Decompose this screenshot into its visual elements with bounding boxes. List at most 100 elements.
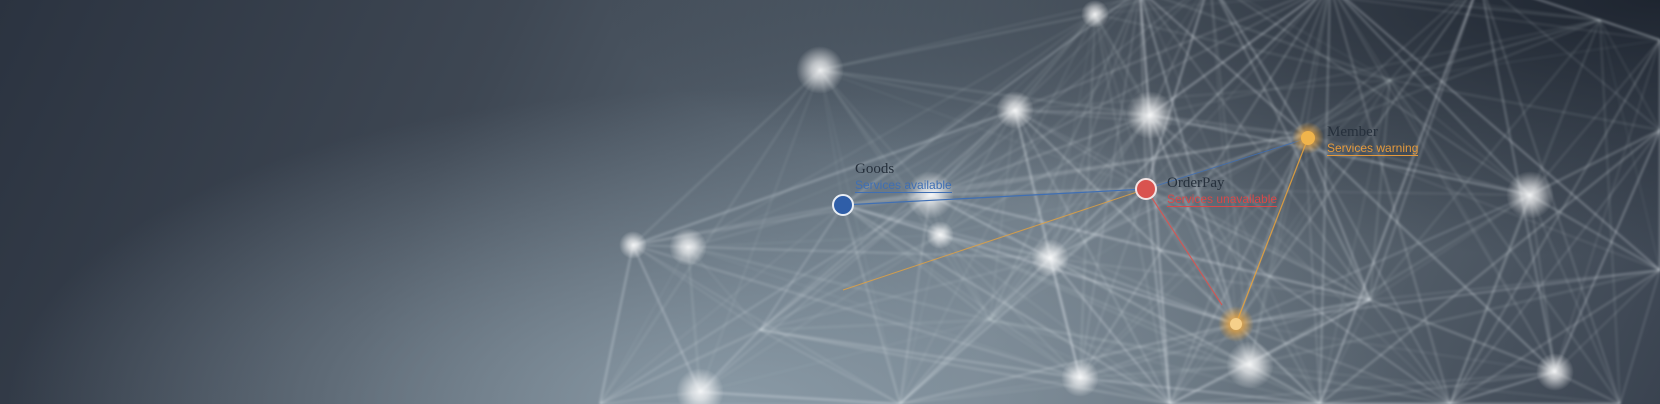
mesh-glow-node bbox=[996, 91, 1034, 129]
mesh-line bbox=[1139, 0, 1147, 190]
mesh-line bbox=[759, 194, 931, 331]
mesh-line bbox=[1014, 0, 1294, 111]
mesh-line bbox=[1145, 188, 1371, 301]
mesh-line bbox=[687, 109, 1016, 248]
mesh-line bbox=[1369, 194, 1531, 301]
mesh-line bbox=[842, 204, 901, 404]
mesh-line bbox=[759, 234, 941, 331]
mesh-line bbox=[599, 194, 931, 404]
mesh-line bbox=[759, 204, 844, 331]
mesh-line bbox=[1146, 0, 1371, 301]
mesh-line bbox=[1049, 257, 1371, 301]
service-label-orderpay: OrderPay Services unavailable bbox=[1167, 175, 1278, 207]
mesh-line bbox=[1369, 299, 1451, 404]
mesh-line bbox=[687, 204, 844, 248]
mesh-line bbox=[1304, 134, 1660, 271]
mesh-glow-node bbox=[1081, 0, 1109, 28]
mesh-line bbox=[1503, 0, 1660, 131]
mesh-line bbox=[699, 391, 901, 404]
mesh-line bbox=[687, 246, 1081, 379]
mesh-line bbox=[1149, 0, 1311, 116]
mesh-line bbox=[1389, 39, 1660, 81]
mesh-line bbox=[1304, 134, 1321, 404]
mesh-line bbox=[1079, 299, 1371, 379]
mesh-line bbox=[1449, 39, 1660, 404]
mesh-line bbox=[1369, 299, 1556, 373]
mesh-line bbox=[1304, 79, 1391, 136]
mesh-line bbox=[1599, 19, 1660, 41]
mesh-line bbox=[1094, 0, 1257, 15]
mesh-line bbox=[1369, 79, 1391, 301]
service-status-goods[interactable]: Services available bbox=[855, 178, 952, 193]
service-node-orderpay[interactable] bbox=[1135, 178, 1157, 200]
service-status-orderpay[interactable]: Services unavailable bbox=[1167, 192, 1278, 207]
mesh-line bbox=[842, 13, 1096, 206]
mesh-line bbox=[1304, 0, 1328, 136]
mesh-glow-node bbox=[926, 221, 954, 249]
mesh-line bbox=[1319, 0, 1331, 404]
mesh-line bbox=[1049, 188, 1147, 259]
mesh-line bbox=[1449, 194, 1531, 404]
mesh-line bbox=[929, 188, 1147, 196]
service-node-goods[interactable] bbox=[832, 194, 854, 216]
link-goods-orderpay bbox=[842, 188, 1147, 206]
link-member-hub bbox=[1235, 137, 1309, 325]
link-orderpay-hub bbox=[1145, 188, 1223, 306]
mesh-line bbox=[1389, 79, 1621, 404]
mesh-line bbox=[1389, 79, 1660, 131]
mesh-line bbox=[1449, 269, 1660, 404]
mesh-line bbox=[1079, 188, 1147, 379]
hub-node bbox=[1230, 318, 1242, 330]
mesh-line bbox=[899, 188, 1147, 404]
mesh-line bbox=[1049, 257, 1081, 379]
mesh-line bbox=[699, 234, 941, 393]
mesh-line bbox=[1149, 114, 1451, 404]
mesh-line bbox=[989, 79, 1391, 321]
mesh-line bbox=[929, 194, 1371, 301]
mesh-line bbox=[1389, 79, 1556, 373]
mesh-line bbox=[1014, 0, 1131, 111]
mesh-line bbox=[819, 69, 1016, 111]
mesh-line bbox=[759, 329, 901, 404]
mesh-line bbox=[1346, 0, 1660, 271]
mesh-line bbox=[759, 329, 1081, 379]
mesh-line bbox=[842, 109, 1016, 206]
mesh-line bbox=[632, 244, 1081, 379]
mesh-line bbox=[1149, 0, 1202, 116]
mesh-line bbox=[929, 194, 1237, 325]
mesh-line bbox=[1333, 0, 1451, 404]
mesh-line bbox=[599, 246, 689, 404]
mesh-line bbox=[1079, 364, 1251, 379]
mesh-line bbox=[759, 319, 991, 331]
mesh-line bbox=[929, 114, 1151, 196]
service-status-member[interactable]: Services warning bbox=[1327, 141, 1419, 156]
mesh-line bbox=[1049, 0, 1316, 259]
mesh-line bbox=[1049, 79, 1391, 259]
mesh-line bbox=[899, 13, 1096, 404]
mesh-line bbox=[1235, 299, 1371, 325]
mesh-line bbox=[1343, 0, 1531, 196]
mesh-line bbox=[1619, 269, 1660, 404]
mesh-line bbox=[599, 329, 761, 404]
mesh-line bbox=[1389, 0, 1463, 81]
mesh-line bbox=[1235, 79, 1391, 325]
mesh-line bbox=[939, 188, 1147, 236]
mesh-line bbox=[1165, 0, 1391, 81]
mesh-line bbox=[819, 69, 991, 321]
mesh-line bbox=[1235, 323, 1451, 404]
mesh-line bbox=[1357, 0, 1660, 41]
mesh-line bbox=[1245, 0, 1391, 81]
mesh-line bbox=[819, 69, 901, 404]
mesh-line bbox=[1249, 194, 1531, 366]
mesh-line bbox=[699, 319, 991, 393]
mesh-line bbox=[1529, 194, 1660, 271]
mesh-line bbox=[842, 204, 1081, 379]
mesh-line bbox=[1304, 19, 1601, 136]
mesh-glow-node bbox=[796, 46, 844, 94]
service-node-member[interactable] bbox=[1301, 131, 1315, 145]
mesh-line bbox=[819, 0, 1126, 71]
mesh-line bbox=[632, 244, 901, 404]
mesh-line bbox=[1014, 109, 1147, 190]
service-name-orderpay: OrderPay bbox=[1167, 175, 1225, 191]
